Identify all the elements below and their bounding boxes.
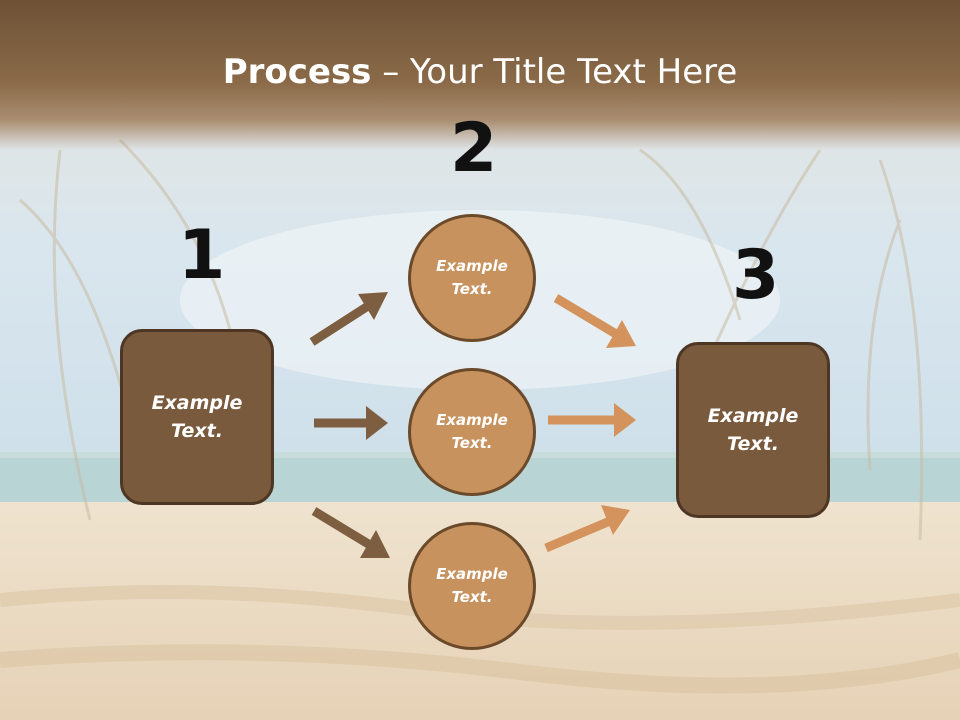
circle-top-line2: Text.	[451, 280, 493, 298]
step-number-2: 2	[450, 109, 498, 188]
arrow-left-to-middle	[314, 406, 388, 440]
step-number-3: 3	[732, 236, 780, 315]
right-box-line1: Example	[707, 404, 799, 427]
arrow-left-to-bottom	[311, 507, 390, 558]
circle-middle-line1: Example	[436, 410, 508, 429]
arrow-top-to-right	[553, 294, 636, 348]
left-box-line2: Text.	[171, 420, 223, 442]
circle-bottom-line1: Example	[436, 564, 508, 583]
title-band	[0, 0, 960, 150]
arrow-bottom-to-right	[544, 505, 630, 553]
arrow-left-to-top	[309, 292, 388, 346]
title-rest: – Your Title Text Here	[371, 52, 738, 92]
circle-top-line1: Example	[436, 256, 508, 275]
circle-middle-line2: Text.	[451, 434, 493, 452]
slide-title: Process – Your Title Text Here	[0, 52, 960, 92]
arrow-middle-to-right	[548, 403, 636, 437]
left-box-line1: Example	[151, 391, 243, 414]
title-bold: Process	[222, 52, 372, 92]
circle-bottom-line2: Text.	[451, 588, 493, 606]
right-box-line2: Text.	[727, 433, 779, 455]
step-number-1: 1	[178, 216, 226, 295]
